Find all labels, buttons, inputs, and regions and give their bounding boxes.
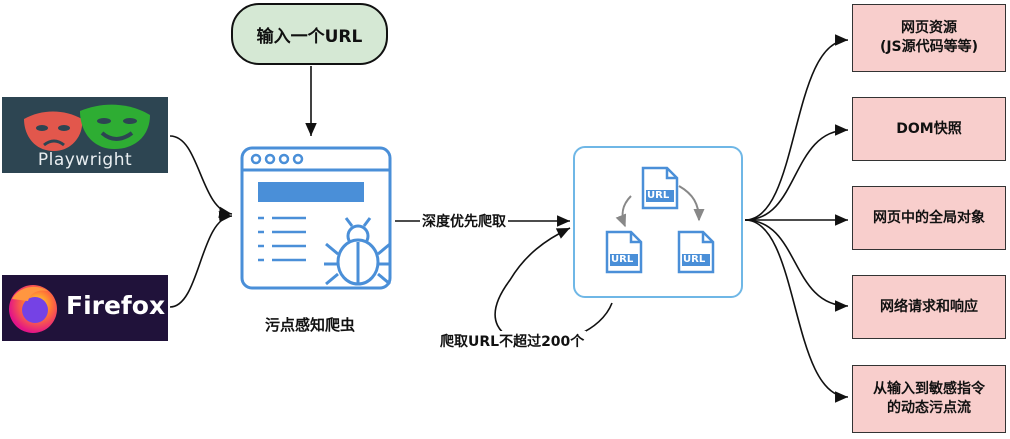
edge-to-output-5 (744, 219, 849, 403)
output-3-line1: 网页中的全局对象 (873, 209, 985, 226)
playwright-logo: Playwright (2, 97, 168, 173)
url-graph-box: URL URL URL (573, 146, 743, 298)
input-url-bubble: 输入一个URL (231, 3, 388, 65)
output-box-dom-snapshot: DOM快照 (852, 97, 1006, 161)
firefox-icon (9, 285, 57, 333)
edge-to-output-1 (744, 34, 849, 221)
edge-firefox-to-crawler (169, 211, 233, 308)
output-5-line2: 的动态污点流 (887, 400, 971, 416)
url-file-icon-left: URL (605, 230, 643, 278)
output-box-taint-flow: 从输入到敏感指令 的动态污点流 (852, 365, 1006, 433)
bug-icon (324, 217, 391, 286)
playwright-wordmark: Playwright (37, 150, 133, 170)
crawler-window-icon (240, 146, 392, 290)
url-file-icon-right: URL (677, 230, 715, 278)
edge-playwright-to-crawler (169, 135, 233, 219)
output-4-line1: 网络请求和响应 (880, 298, 978, 315)
masks-icon (24, 104, 150, 151)
input-url-label: 输入一个URL (256, 26, 363, 47)
firefox-logo: Firefox (2, 275, 168, 341)
edge-to-output-4 (744, 219, 849, 312)
output-2-line1: DOM快照 (896, 120, 962, 137)
crawler-label: 污点感知爬虫 (264, 316, 355, 334)
limit-edge-label: 爬取URL不超过200个 (438, 331, 587, 351)
url-file-label-top: URL (647, 190, 670, 201)
edge-to-output-2 (744, 124, 849, 221)
output-1-line1: 网页资源 (901, 20, 957, 36)
dfs-edge-label: 深度优先爬取 (420, 211, 508, 231)
url-file-icon-top: URL (641, 166, 679, 214)
output-box-web-resources: 网页资源 (JS源代码等等) (852, 4, 1006, 72)
url-file-label-right: URL (683, 254, 706, 265)
firefox-wordmark: Firefox (66, 291, 166, 320)
output-box-network: 网络请求和响应 (852, 275, 1006, 339)
output-box-global-objects: 网页中的全局对象 (852, 186, 1006, 250)
output-1-line2: (JS源代码等等) (879, 39, 979, 55)
url-file-label-left: URL (611, 254, 634, 265)
output-5-line1: 从输入到敏感指令 (873, 381, 985, 397)
url-graph (615, 185, 705, 228)
